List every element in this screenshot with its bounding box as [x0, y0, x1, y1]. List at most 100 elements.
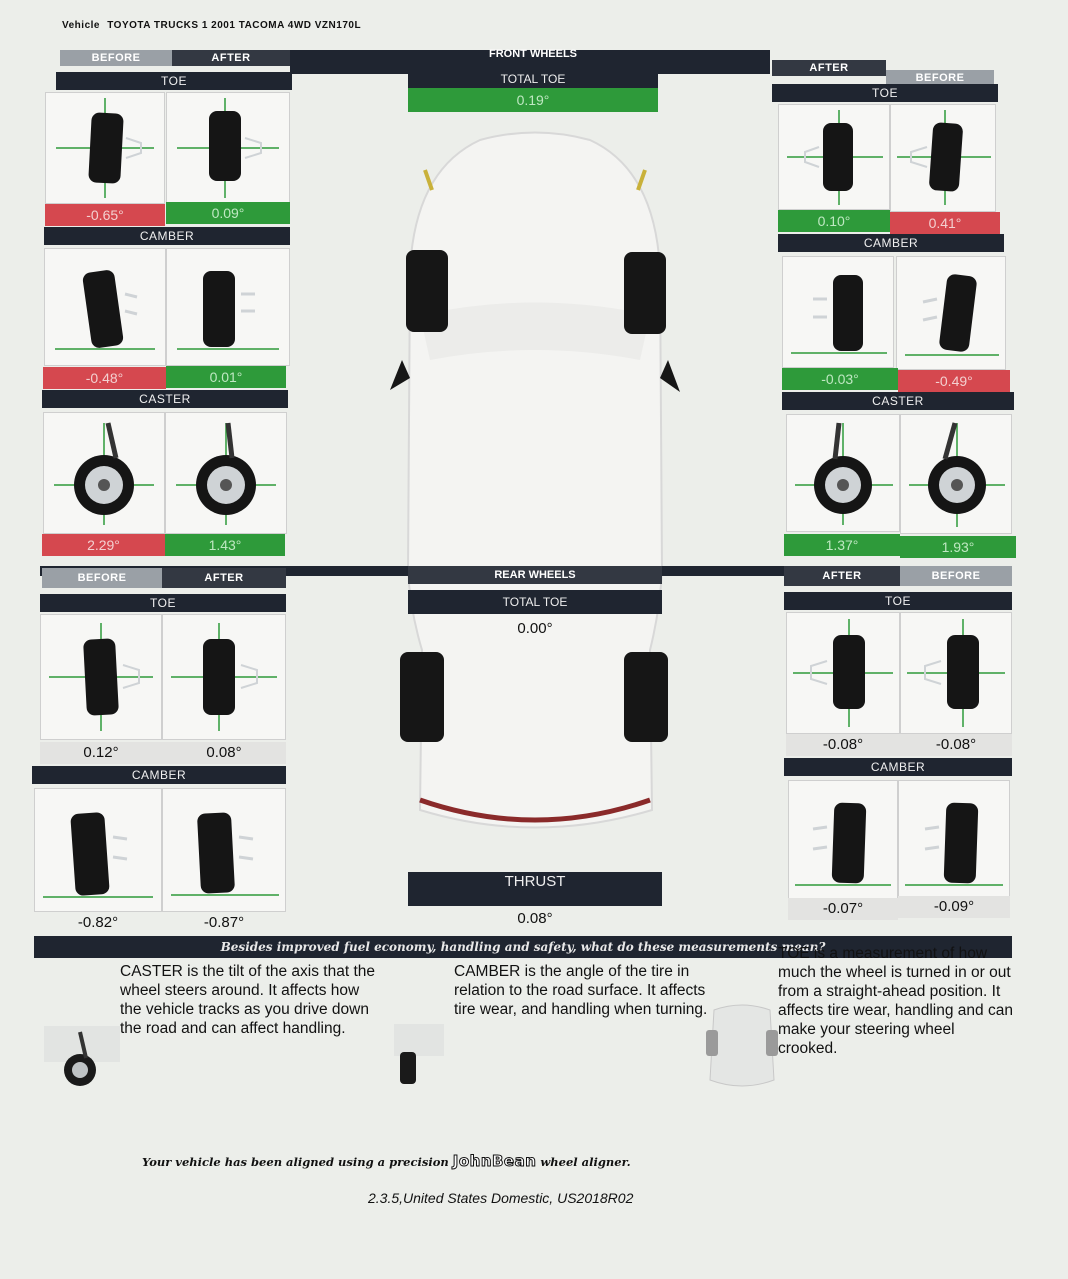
- rr-camber-before-cell: [898, 780, 1010, 900]
- camber-text: is the angle of the tire in relation to …: [454, 963, 708, 1018]
- toe-car-icon: [706, 1004, 778, 1087]
- fl-caster-after-value: 1.43°: [165, 534, 285, 556]
- caster-wheel-icon: [44, 1026, 120, 1086]
- fl-toe-label: TOE: [56, 72, 292, 90]
- fl-before-header: BEFORE: [60, 50, 172, 66]
- tire-camber-icon: [177, 271, 279, 350]
- rl-toe-before-value: 0.12°: [40, 742, 162, 764]
- tire-toe-icon: [793, 619, 893, 727]
- software-version: 2.3.5,United States Domestic, US2018R02: [368, 1190, 634, 1206]
- rear-total-toe-value: 0.00°: [517, 620, 553, 637]
- camber-explanation: CAMBER is the angle of the tire in relat…: [454, 962, 714, 1019]
- rl-toe-label: TOE: [40, 594, 286, 612]
- fl-camber-before-cell: [44, 248, 166, 366]
- rr-toe-after-cell: [786, 612, 900, 734]
- fr-toe-before-cell: [890, 104, 996, 212]
- tire-toe-icon: [787, 110, 883, 205]
- fl-camber-after-cell: [166, 248, 290, 366]
- tire-toe-icon: [49, 623, 153, 731]
- tire-camber-icon: [43, 812, 153, 898]
- fl-caster-before-cell: [43, 412, 165, 534]
- fr-caster-after-cell: [786, 414, 900, 532]
- rl-after-header: AFTER: [162, 568, 286, 588]
- fl-camber-after-value: 0.01°: [166, 366, 286, 388]
- tire-camber-icon: [55, 270, 155, 350]
- rl-camber-after-value: -0.87°: [203, 914, 245, 931]
- fr-caster-label: CASTER: [782, 392, 1014, 410]
- vehicle-name: TOYOTA TRUCKS 1 2001 TACOMA 4WD VZN170L: [107, 20, 362, 31]
- fr-camber-after-cell: [782, 256, 894, 368]
- front-wheels-title: FRONT WHEELS: [489, 48, 577, 60]
- tire-camber-icon: [905, 802, 1003, 886]
- fl-caster-before-value: 2.29°: [42, 534, 165, 556]
- rl-camber-before-value: -0.82°: [77, 914, 119, 931]
- brand-logo: JohnBean: [452, 1152, 537, 1171]
- rl-camber-after-cell: [162, 788, 286, 912]
- rr-toe-before-value: -0.08°: [900, 734, 1012, 756]
- fr-caster-after-value: 1.37°: [784, 534, 900, 556]
- aligner-statement: Your vehicle has been aligned using a pr…: [142, 1152, 842, 1171]
- camber-term: CAMBER: [454, 963, 521, 980]
- fr-camber-after-value: -0.03°: [782, 368, 898, 390]
- caster-term: CASTER: [120, 963, 183, 980]
- aligner-text-post: wheel aligner.: [536, 1155, 631, 1169]
- caster-explanation: CASTER is the tilt of the axis that the …: [120, 962, 380, 1038]
- tire-camber-icon: [171, 812, 279, 896]
- question-bar: Besides improved fuel economy, handling …: [34, 936, 1012, 958]
- fl-camber-label: CAMBER: [44, 227, 290, 245]
- fr-camber-label: CAMBER: [778, 234, 1004, 252]
- aligner-text-pre: Your vehicle has been aligned using a pr…: [142, 1155, 453, 1169]
- rear-total-toe-label: TOTAL TOE: [408, 590, 662, 614]
- fr-after-header: AFTER: [772, 60, 886, 76]
- rr-camber-before-value: -0.09°: [898, 896, 1010, 918]
- fl-toe-before-value: -0.65°: [45, 204, 165, 226]
- fl-toe-after-value: 0.09°: [166, 202, 290, 224]
- rl-toe-after-cell: [162, 614, 286, 740]
- rr-camber-after-cell: [788, 780, 898, 900]
- fr-before-header: BEFORE: [886, 70, 994, 86]
- vehicle-label: Vehicle: [62, 20, 100, 31]
- tire-toe-icon: [907, 619, 1005, 727]
- rr-toe-label: TOE: [784, 592, 1012, 610]
- fl-after-header: AFTER: [172, 50, 290, 66]
- thrust-label: THRUST: [408, 872, 662, 906]
- fr-toe-label: TOE: [772, 84, 998, 102]
- camber-wheel-icon: [394, 1024, 444, 1084]
- fl-caster-label: CASTER: [42, 390, 288, 408]
- fl-toe-before-cell: [45, 92, 165, 204]
- front-total-toe-value: 0.19°: [408, 88, 658, 112]
- rl-camber-label: CAMBER: [32, 766, 286, 784]
- rl-camber-before-cell: [34, 788, 162, 912]
- fl-camber-before-value: -0.48°: [43, 367, 166, 389]
- fr-toe-after-value: 0.10°: [778, 210, 890, 232]
- rr-after-header: AFTER: [784, 566, 900, 586]
- toe-explanation: TOE is a measurement of how much the whe…: [778, 944, 1018, 1058]
- thrust-value: 0.08°: [517, 910, 553, 927]
- fr-camber-before-cell: [896, 256, 1006, 370]
- fr-caster-before-value: 1.93°: [900, 536, 1016, 558]
- fr-caster-before-cell: [900, 414, 1012, 534]
- fl-caster-after-cell: [165, 412, 287, 534]
- rl-toe-after-value: 0.08°: [162, 742, 286, 764]
- wheel-caster-icon: [54, 422, 154, 525]
- toe-term: TOE: [778, 945, 810, 962]
- rr-camber-label: CAMBER: [784, 758, 1012, 776]
- fl-toe-after-cell: [166, 92, 290, 204]
- rl-toe-before-cell: [40, 614, 162, 740]
- rl-before-header: BEFORE: [42, 568, 162, 588]
- fr-toe-before-value: 0.41°: [890, 212, 1000, 234]
- rr-camber-after-value: -0.07°: [788, 898, 898, 920]
- toe-text: is a measurement of how much the wheel i…: [778, 945, 1013, 1057]
- tire-camber-icon: [795, 802, 891, 886]
- car-topview-illustration: [390, 131, 680, 829]
- wheel-caster-icon: [909, 422, 1005, 527]
- rr-toe-before-cell: [900, 612, 1012, 734]
- tire-toe-icon: [171, 623, 277, 731]
- fr-toe-after-cell: [778, 104, 890, 210]
- tire-camber-icon: [791, 275, 887, 354]
- rear-wheels-title: REAR WHEELS: [408, 566, 662, 584]
- caster-text: is the tilt of the axis that the wheel s…: [120, 963, 376, 1037]
- tire-toe-icon: [897, 110, 991, 205]
- front-total-toe-label: TOTAL TOE: [408, 70, 658, 88]
- rr-toe-after-value: -0.08°: [786, 734, 900, 756]
